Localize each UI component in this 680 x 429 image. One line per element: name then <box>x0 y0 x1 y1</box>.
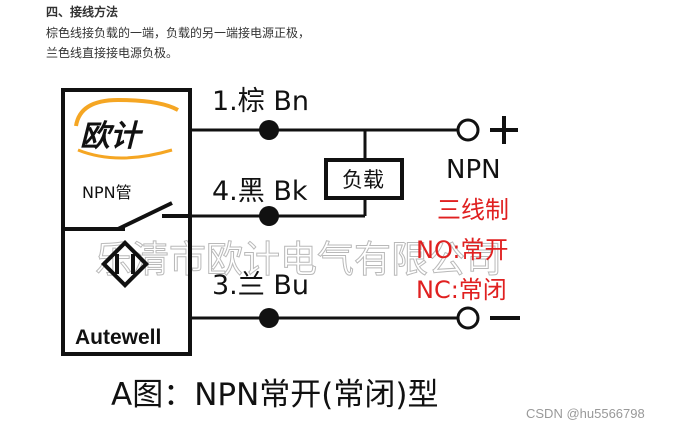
wire-black-dot <box>259 206 279 226</box>
load-label: 负载 <box>342 168 384 192</box>
sensor-type-label: NPN管 <box>82 183 132 202</box>
sensor-symbol-icon <box>100 239 150 289</box>
terminal-negative <box>456 306 480 330</box>
logo-text: 欧计 <box>80 119 144 154</box>
note-three-wire: 三线制 <box>437 196 509 224</box>
wire-brown-label: 1.棕 Bn <box>212 86 309 117</box>
instruction-line-1: 棕色线接负载的一端，负载的另一端接电源正极， <box>46 26 311 40</box>
brand-name: Autewell <box>75 326 161 349</box>
diagram-caption: A图：NPN常开(常闭)型 <box>111 377 438 413</box>
watermark-text: 乐清市欧计电气有限公司 <box>95 238 502 281</box>
wire-blue-dot <box>259 308 279 328</box>
logo-swoosh-top <box>74 97 179 127</box>
instruction-line-2: 兰色线直接接电源负极。 <box>46 46 179 60</box>
plus-icon <box>490 116 518 144</box>
switch-blade <box>117 201 173 231</box>
section-title: 四、接线方法 <box>46 5 119 19</box>
brand-logo: 欧计 <box>74 97 179 160</box>
note-no: NO:常开 <box>416 236 509 264</box>
wire-brown-dot <box>259 120 279 140</box>
logo-swoosh-bottom <box>77 148 173 160</box>
wire-black-label: 4.黑 Bk <box>212 176 308 207</box>
npn-label: NPN <box>446 155 501 185</box>
note-nc: NC:常闭 <box>416 276 507 304</box>
sensor-box <box>61 88 192 356</box>
wire-blue-label: 3.兰 Bu <box>212 270 309 301</box>
terminal-positive <box>456 118 480 142</box>
csdn-credit: CSDN @hu5566798 <box>526 406 645 421</box>
